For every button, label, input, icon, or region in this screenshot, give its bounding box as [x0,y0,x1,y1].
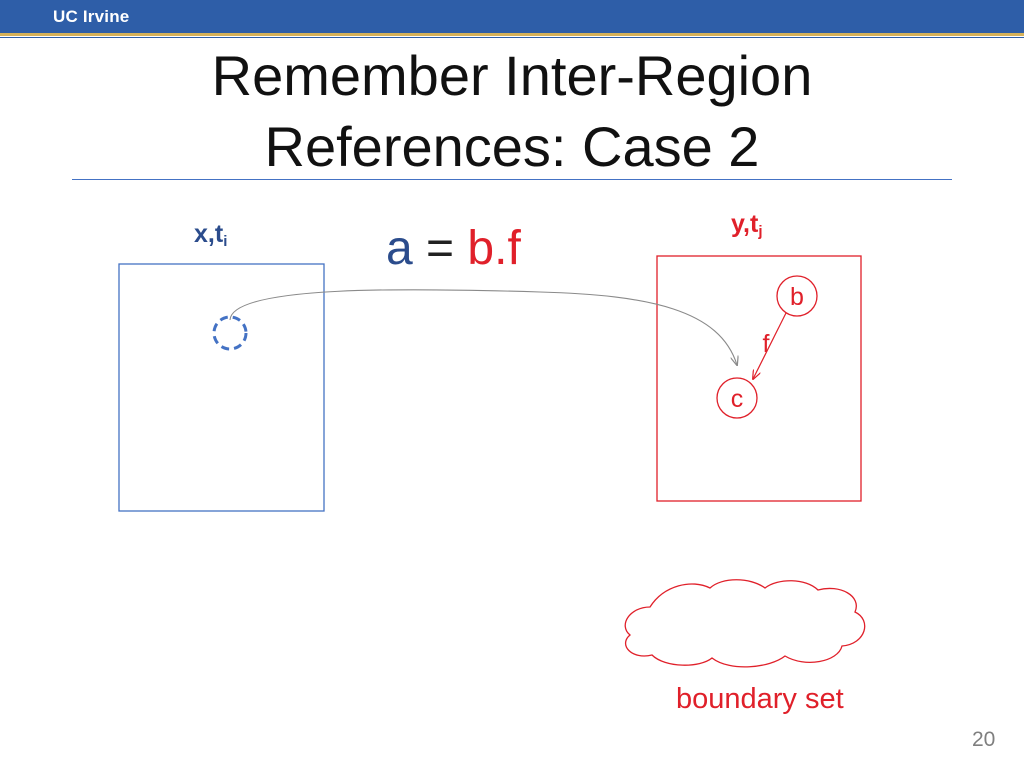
header-accent-stripe [0,33,1024,36]
region-x-box [118,263,325,512]
title-line-2: References: Case 2 [264,115,760,178]
statement-equals: = [412,222,468,275]
brand-label: UC Irvine [53,7,130,26]
region-x-label-sub: i [223,233,228,250]
header-bar [0,0,1024,33]
page-number: 20 [972,728,996,751]
region-y-label: y,tj [731,210,763,240]
region-x-label-main: x,t [194,220,224,248]
slide-title: Remember Inter-Region References: Case 2 [130,40,894,182]
title-divider [72,179,952,180]
field-edge-f [753,312,787,379]
node-b-label: b [790,283,804,311]
boundary-set-cloud [624,579,866,668]
statement-lhs: a [386,222,413,275]
region-y-box [656,255,862,502]
node-c-label: c [731,385,744,413]
region-y-label-main: y,t [731,210,759,238]
assignment-statement: a = b.f [386,220,521,278]
node-b [776,275,818,317]
region-y-label-sub: j [758,223,763,240]
statement-rhs: b.f [467,222,521,275]
dashed-reference-node [212,315,248,351]
field-edge-label: f [763,330,770,358]
boundary-set-label: boundary set [676,683,844,715]
node-c [716,377,758,419]
title-line-1: Remember Inter-Region [211,44,813,107]
region-x-label: x,ti [194,220,227,250]
inter-region-reference-arrow [229,289,737,365]
header-accent-line [0,37,1024,38]
